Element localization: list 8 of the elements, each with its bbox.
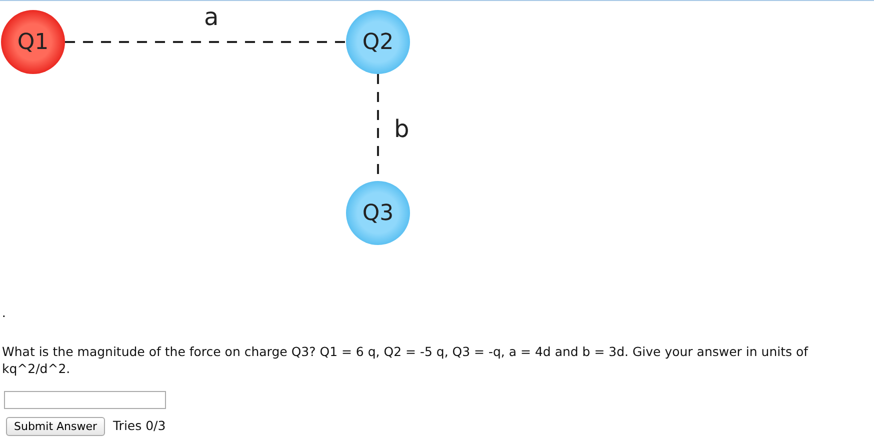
- tries-counter: Tries 0/3: [113, 418, 166, 433]
- charge-label: Q2: [362, 30, 394, 54]
- charge-label: Q3: [362, 200, 394, 226]
- question-text: What is the magnitude of the force on charge Q3? Q1 = 6 q, Q2 = -5 q, Q3 = -q, a = 4d and b = 3d. Give your answer in units of kq^2/d^2.: [2, 343, 810, 377]
- dashed-line: [65, 41, 346, 43]
- dot-mark: .: [2, 306, 6, 320]
- charge-label: Q1: [17, 30, 49, 54]
- submit-button: Submit Answer: [6, 417, 106, 436]
